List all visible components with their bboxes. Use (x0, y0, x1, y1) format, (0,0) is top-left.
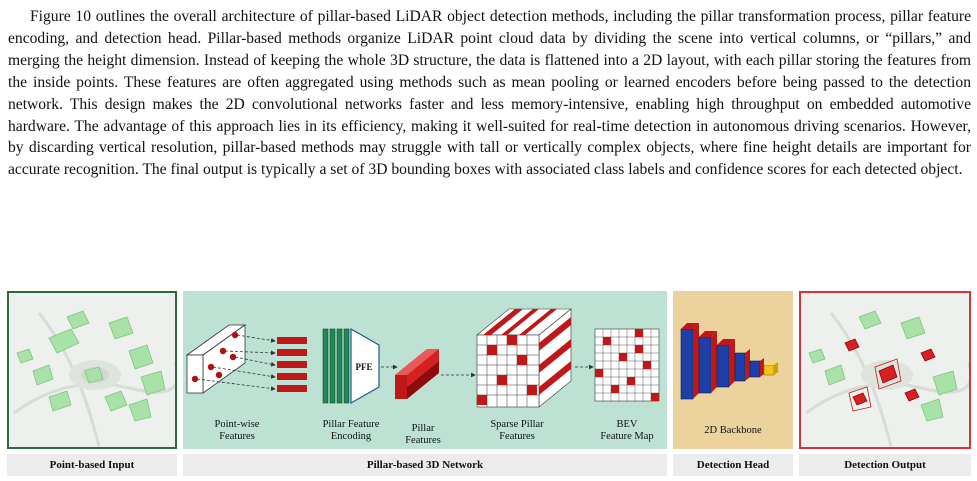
pillar-features-bar (395, 349, 439, 399)
pointwise-feature-bars (277, 337, 307, 392)
caption-pfe: Pillar Feature Encoding (322, 419, 380, 442)
paragraph-text: Figure 10 outlines the overall architect… (8, 8, 971, 179)
caption-backbone: 2D Backbone (704, 425, 762, 436)
detection-output-panel (799, 291, 971, 449)
point-based-input-panel (7, 291, 177, 449)
section-label-head: Detection Head (673, 454, 793, 476)
body-paragraph: Figure 10 outlines the overall architect… (8, 6, 971, 181)
caption-pillar: Pillar Features (405, 423, 441, 446)
pfe-label: PFE (356, 362, 373, 372)
sparse-pillar-cube (476, 308, 572, 408)
point-cloud-scene-image (13, 310, 175, 447)
detected-boxes (844, 338, 936, 406)
caption-pointwise: Point-wise Features (214, 419, 260, 442)
bev-feature-map (594, 328, 660, 402)
section-label-output: Detection Output (799, 454, 971, 476)
section-label-network: Pillar-based 3D Network (183, 454, 667, 476)
detection-head-panel: 2D Backbone (673, 291, 793, 449)
caption-sparse: Sparse Pillar Features (490, 419, 544, 442)
detection-result-image (805, 310, 969, 447)
architecture-figure: PFE (0, 287, 977, 481)
caption-bev: BEV Feature Map (600, 419, 654, 442)
pfe-encoder: PFE (322, 327, 380, 405)
backbone-diagram (680, 323, 778, 400)
section-label-input: Point-based Input (7, 454, 177, 476)
pillar-network-panel: PFE (183, 291, 667, 449)
pointwise-pillar-box (185, 324, 247, 394)
pillar-network-diagram: PFE (185, 308, 660, 408)
backbone-blocks (680, 323, 778, 400)
